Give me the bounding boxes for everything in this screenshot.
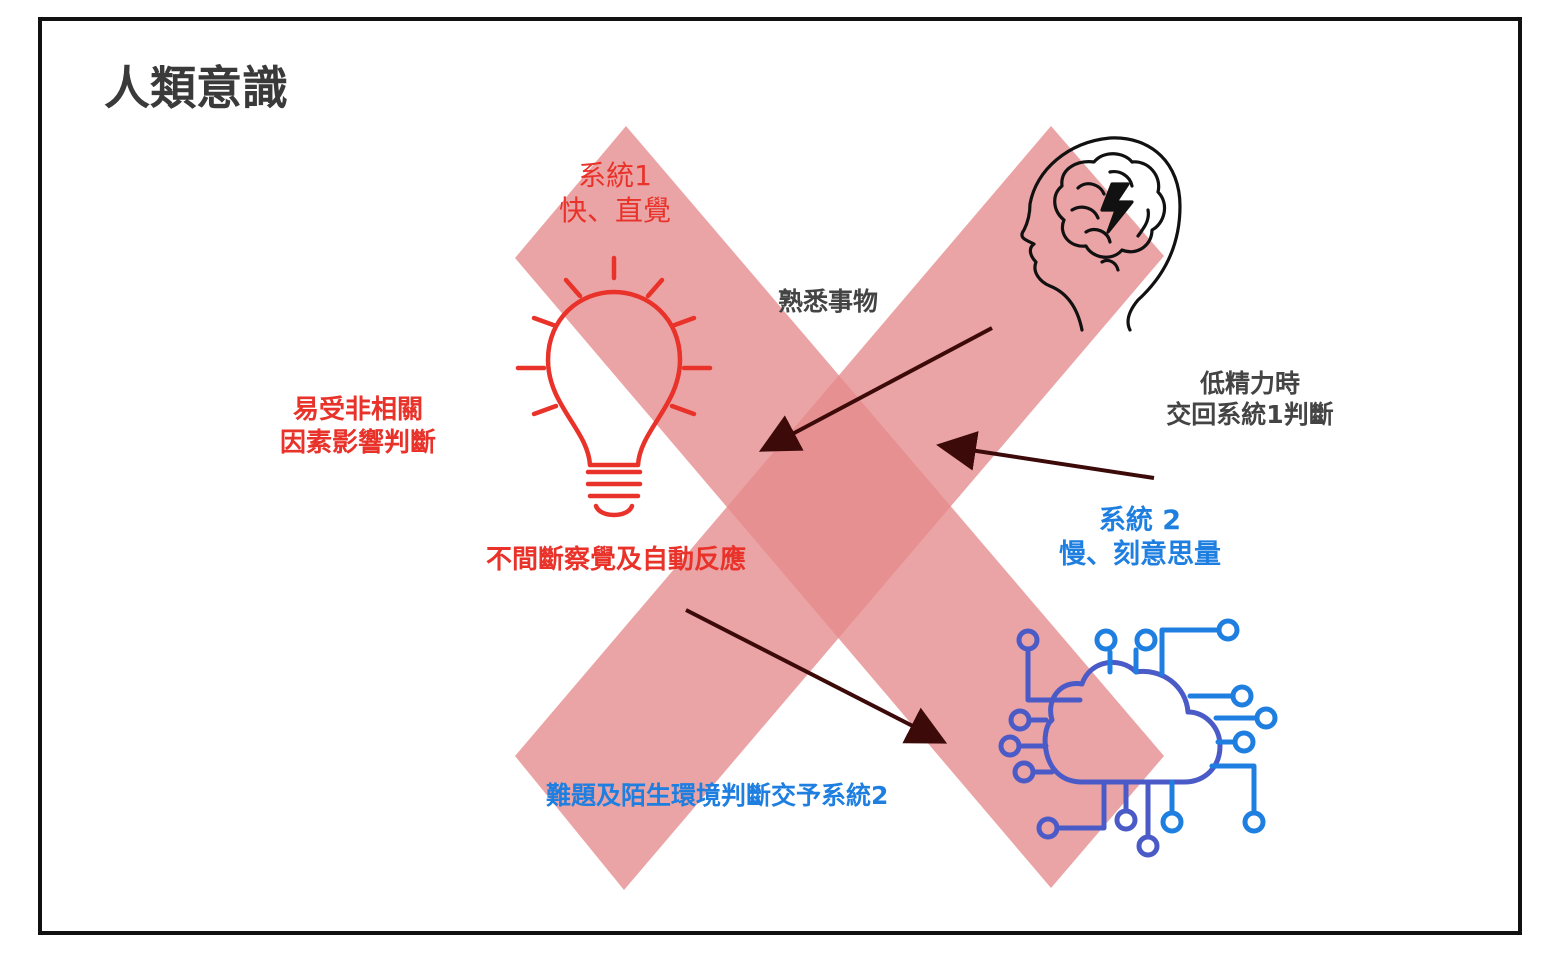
system1-name: 系統1 [578,159,652,192]
bias-line2: 因素影響判斷 [279,427,436,458]
cross-mark [515,126,1164,890]
hard-problems-label: 難題及陌生環境判斷交予系統2 [546,781,889,810]
lightbulb-icon [515,255,713,518]
human-head-brain-icon [1020,136,1182,332]
circuit-cloud-icon [998,618,1278,858]
low-energy-line2: 交回系統1判斷 [1166,400,1334,430]
bias-label: 易受非相關 因素影響判斷 [258,394,458,459]
page-title: 人類意識 [104,61,288,115]
familiar-things-label: 熟悉事物 [778,287,879,316]
arrow-system1-to-system2 [685,608,948,744]
system1-label: 系統1 快、直覺 [530,158,700,228]
low-energy-label: 低精力時 交回系統1判斷 [1140,368,1360,431]
arrows [685,326,1155,744]
arrow-low-energy-to-system1 [936,431,1155,480]
system2-name: 系統 2 [1098,505,1182,536]
arrow-familiar-to-system1 [758,326,993,452]
system2-label: 系統 2 慢、刻意思量 [1040,504,1240,572]
low-energy-line1: 低精力時 [1199,369,1300,398]
bias-line1: 易受非相關 [292,395,423,425]
continuous-reaction-label: 不間斷察覺及自動反應 [486,545,747,575]
cross-stroke-2 [515,126,1164,890]
system1-desc: 快、直覺 [558,194,671,227]
system2-desc: 慢、刻意思量 [1059,538,1221,570]
